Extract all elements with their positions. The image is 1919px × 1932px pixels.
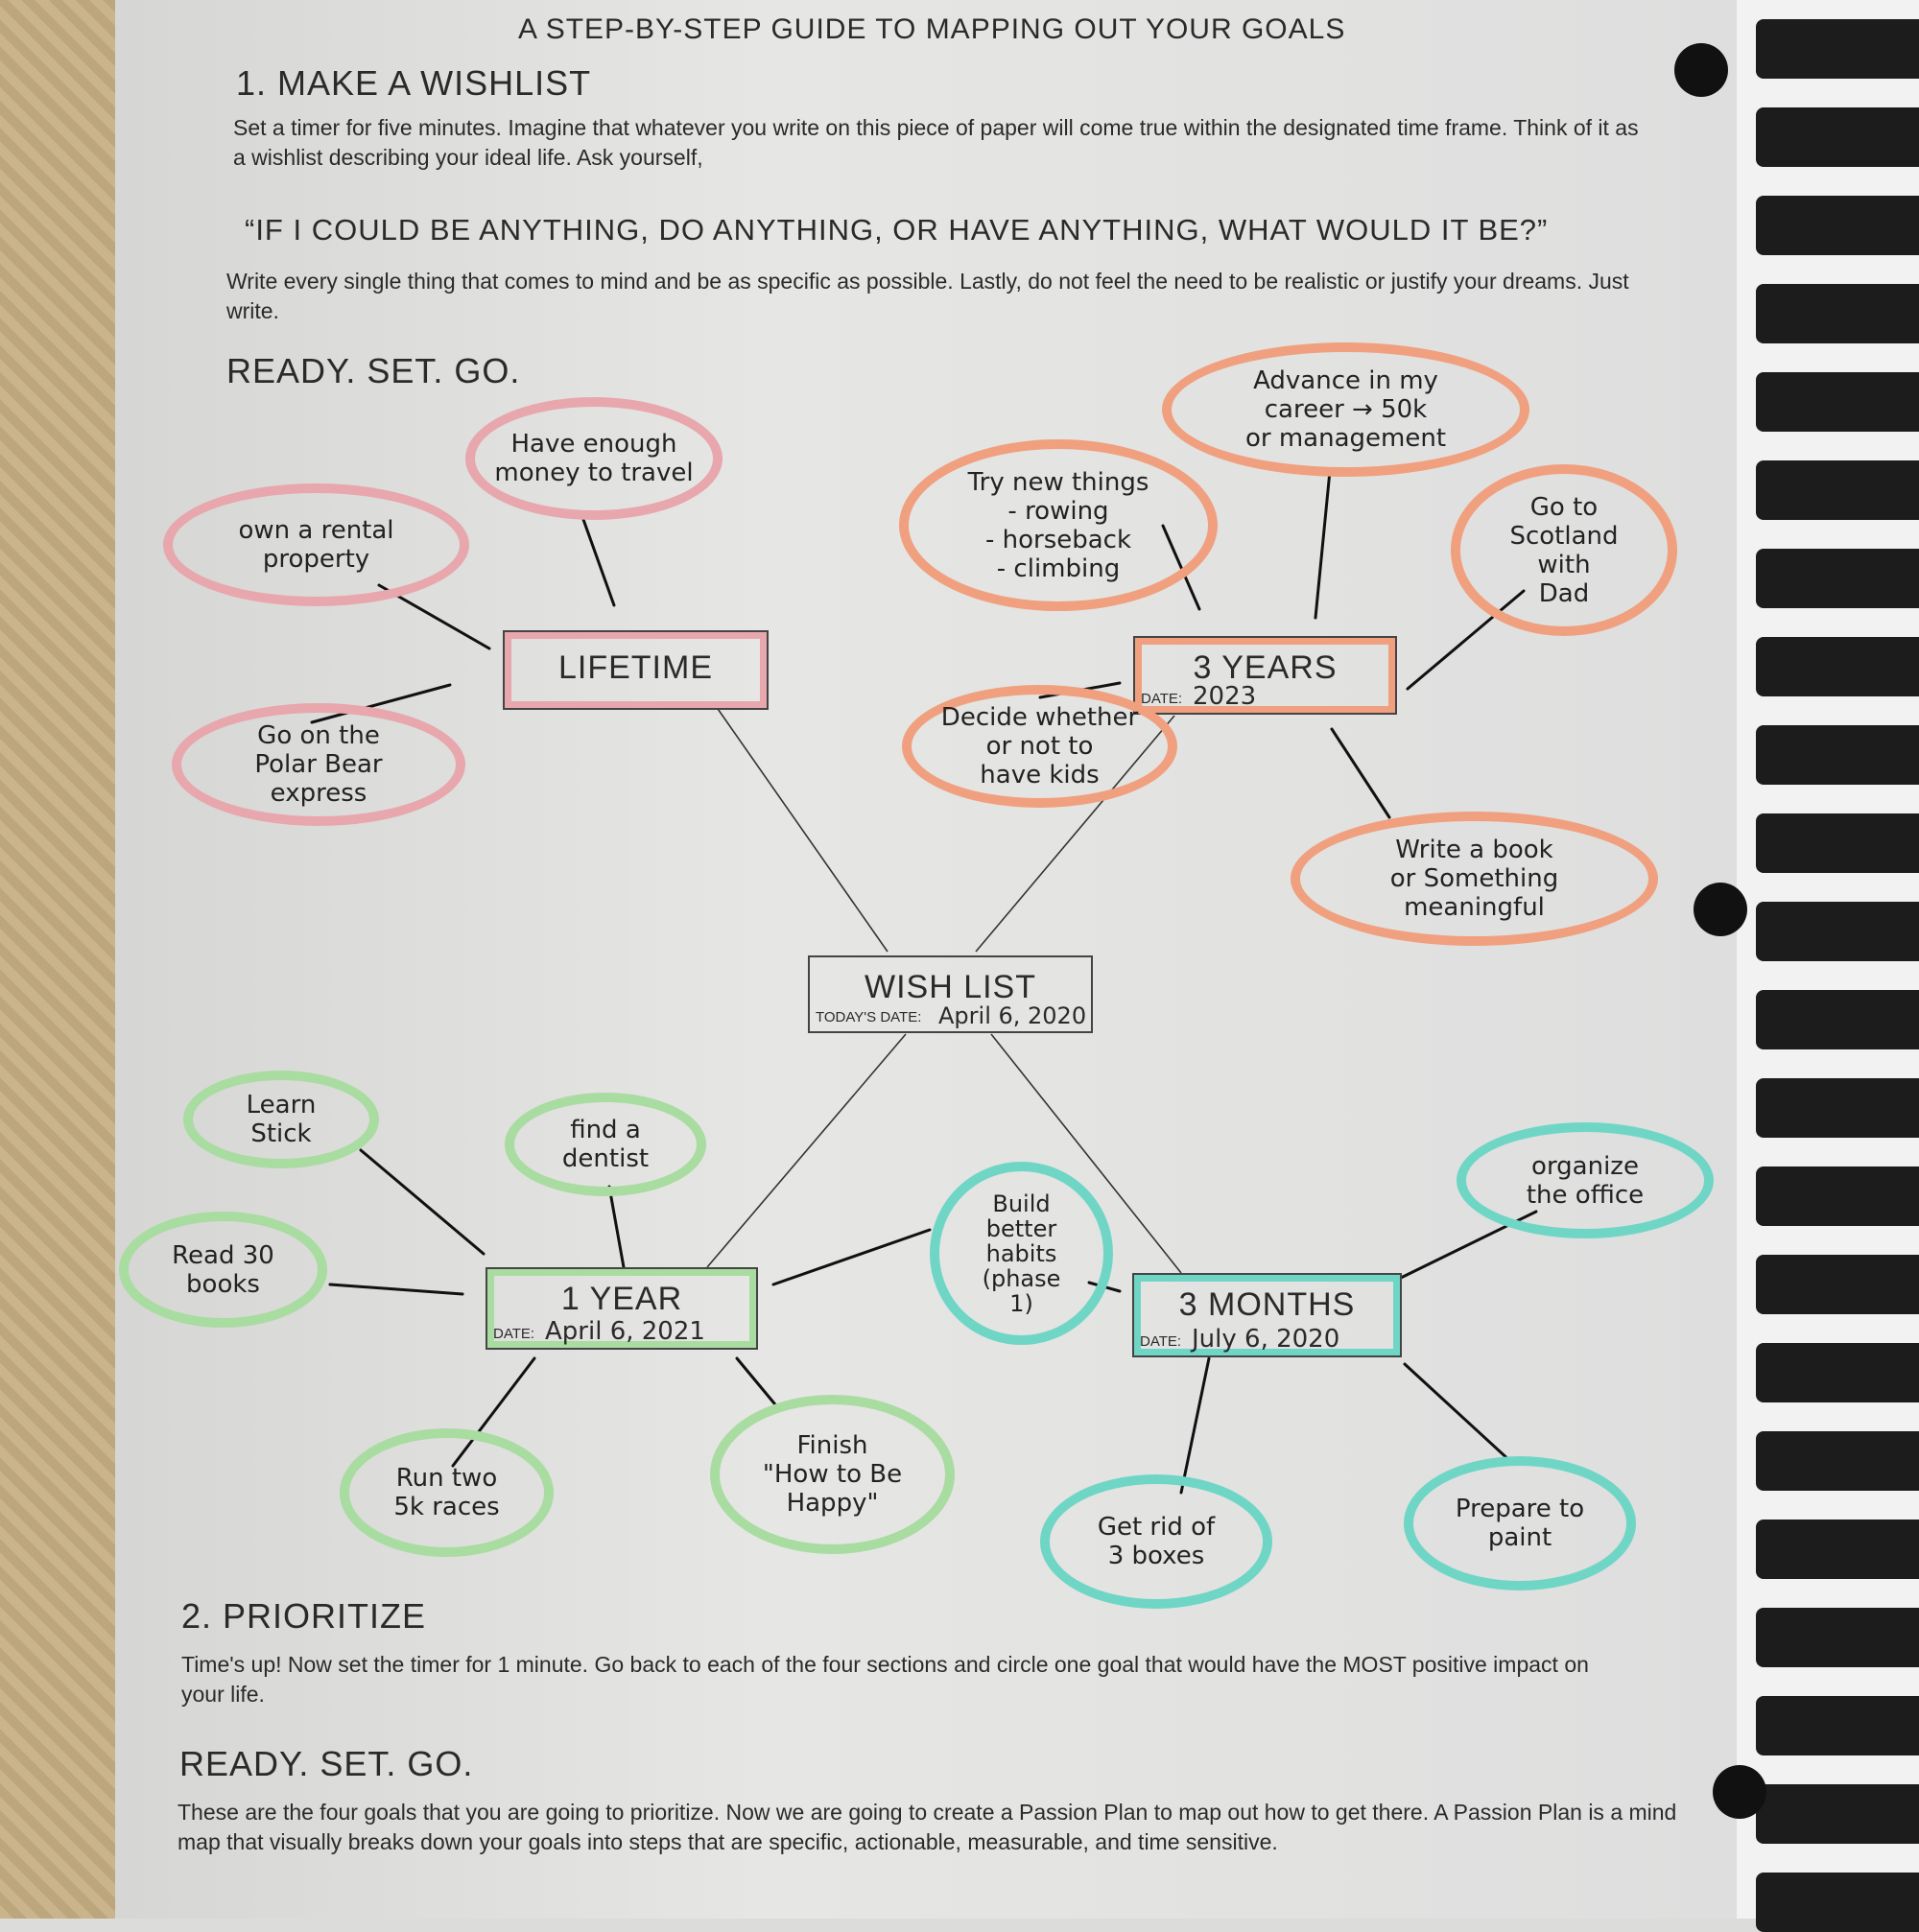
section1-title: 1. MAKE A WISHLIST [236,63,592,103]
todays-date: April 6, 2020 [938,1002,1087,1029]
spiral-coil [1756,1608,1919,1667]
fabric-background [0,0,120,1919]
hand-line [359,1148,486,1256]
punch-hole [1713,1765,1766,1819]
spiral-coil [1756,549,1919,608]
spiral-coil [1756,1431,1919,1491]
one-year-date-label: DATE: [493,1326,535,1342]
goal-bubble: Have enough money to travel [465,397,723,520]
spiral-coil [1756,460,1919,520]
lifetime-box: LIFETIME [503,630,769,710]
spiral-coil [1756,1255,1919,1314]
spiral-coil [1756,1520,1919,1579]
goal-bubble: Get rid of 3 boxes [1040,1474,1272,1609]
goal-bubble: Read 30 books [119,1212,327,1328]
section1-quote: “IF I COULD BE ANYTHING, DO ANYTHING, OR… [245,213,1549,247]
goal-bubble: Learn Stick [183,1071,379,1168]
goal-bubble: Write a book or Something meaningful [1291,812,1658,946]
connector-3-months [990,1033,1182,1274]
goal-bubble: organize the office [1457,1122,1714,1238]
goal-bubble: Finish "How to Be Happy" [710,1395,955,1554]
goal-bubble: Prepare to paint [1404,1456,1636,1590]
spiral-coil [1756,637,1919,696]
three-years-label: 3 YEARS [1193,649,1338,686]
spiral-coil [1756,902,1919,961]
section1-ready: READY. SET. GO. [226,351,521,390]
goal-bubble: Run two 5k races [340,1428,554,1557]
one-year-box: 1 YEAR DATE: April 6, 2021 [486,1267,758,1350]
lifetime-label: LIFETIME [557,649,714,686]
planner-page [115,0,1746,1919]
goal-bubble: Advance in my career → 50k or management [1162,342,1529,477]
hand-line [771,1228,932,1286]
section1-intro: Set a timer for five minutes. Imagine th… [233,115,1639,170]
hand-line [580,512,616,607]
one-year-date: April 6, 2021 [545,1317,705,1346]
spiral-coil [1756,196,1919,255]
spiral-coil [1756,725,1919,785]
three-years-date-label: DATE: [1141,691,1183,707]
connector-lifetime [715,705,888,953]
section2-text2: These are the four goals that you are go… [178,1800,1677,1854]
hand-line [735,1356,781,1411]
punch-hole [1694,883,1747,936]
section2-text: Time's up! Now set the timer for 1 minut… [181,1652,1589,1707]
three-years-box: 3 YEARS DATE: 2023 [1133,636,1397,715]
spiral-coil [1756,1078,1919,1138]
spiral-coil [1756,107,1919,167]
spiral-coil [1756,1343,1919,1402]
spiral-coil [1756,813,1919,873]
three-months-date-label: DATE: [1140,1333,1182,1350]
page-subtitle: A STEP-BY-STEP GUIDE TO MAPPING OUT YOUR… [518,13,1346,45]
spiral-coil [1756,284,1919,343]
hand-line [1179,1356,1211,1495]
wish-list-label: WISH LIST [864,969,1037,1005]
hand-line [1330,727,1391,819]
hand-line [607,1185,626,1269]
three-months-date: July 6, 2020 [1192,1325,1340,1354]
connector-1-year [706,1033,907,1268]
goal-bubble: own a rental property [163,483,469,606]
spiral-coil [1756,19,1919,79]
one-year-label: 1 YEAR [560,1281,683,1317]
punch-hole [1674,43,1728,97]
hand-line [1403,1362,1513,1464]
spiral-coil [1756,1166,1919,1226]
three-months-label: 3 MONTHS [1178,1286,1356,1323]
goal-bubble: Go to Scotland with Dad [1451,464,1677,636]
spiral-coil [1756,990,1919,1049]
wish-list-box: WISH LIST TODAY'S DATE: April 6, 2020 [808,955,1093,1033]
goal-bubble: Decide whether or not to have kids [902,685,1177,808]
hand-line [1314,469,1332,620]
spiral-coil [1756,1696,1919,1755]
three-months-box: 3 MONTHS DATE: July 6, 2020 [1132,1273,1402,1357]
three-years-date: 2023 [1193,682,1257,711]
goal-bubble: find a dentist [505,1093,706,1196]
section1-instructions: Write every single thing that comes to m… [226,269,1629,323]
section2-ready: READY. SET. GO. [179,1744,474,1783]
spiral-coil [1756,1784,1919,1844]
goal-bubble: Build better habits (phase 1) [930,1162,1113,1345]
section2-title: 2. PRIORITIZE [181,1596,427,1636]
todays-date-label: TODAY'S DATE: [816,1009,922,1025]
spiral-coil [1756,372,1919,432]
goal-bubble: Try new things - rowing - horseback - cl… [899,439,1218,611]
hand-line [328,1283,464,1296]
goal-bubble: Go on the Polar Bear express [172,703,465,826]
